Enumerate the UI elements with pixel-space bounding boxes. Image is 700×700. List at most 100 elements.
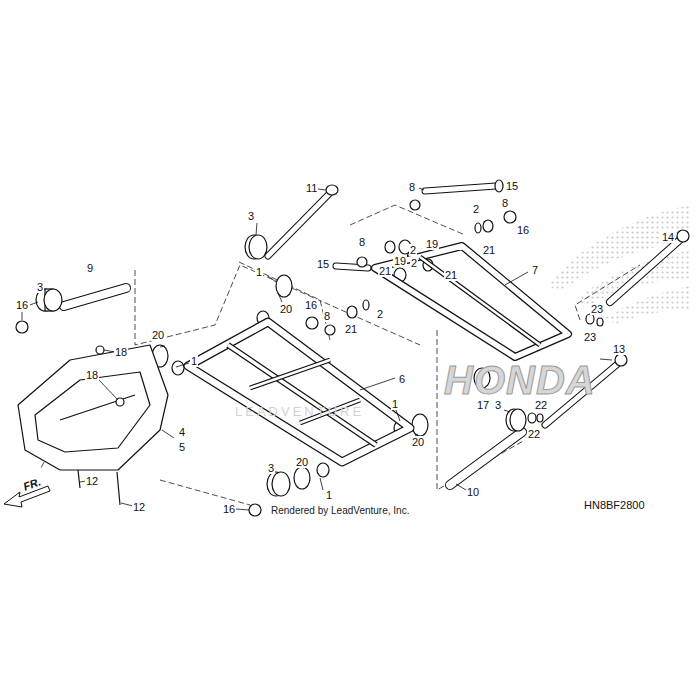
callout-number: 1 [190,355,198,367]
callout-number: 22 [527,428,541,440]
drawing-shape [326,185,338,195]
callout-number: 16 [15,299,29,311]
callout-number: 16 [304,299,318,311]
callout-number: 2 [409,244,417,256]
hardware [16,200,603,516]
drawing-shape [22,312,23,320]
drawing-shape [188,322,410,462]
callout-number: 2 [376,308,384,320]
callout-number: 8 [323,310,331,322]
drawing-shape [504,211,516,223]
callout-number: 2 [410,257,418,269]
callout-number: 3 [36,281,44,293]
drawing-shape [268,193,330,256]
drawing-shape [456,484,466,490]
drawing-shape [249,504,261,516]
drawing-shape [504,410,510,412]
leader-lines [22,188,675,510]
bolts [64,180,689,485]
callout-number: 20 [279,303,293,315]
callout-number: 1 [391,398,399,410]
callout-number: 8 [408,181,416,193]
callout-number: 19 [393,255,407,267]
callout-number: 14 [661,231,675,243]
watermark: LEADVENTURE [234,405,365,419]
callout-number: 5 [178,441,186,453]
callout-number: 20 [151,329,165,341]
drawing-shape [677,230,689,242]
callout-number: 12 [132,501,146,513]
drawing-shape [188,322,410,462]
callout-number: 20 [295,456,309,468]
drawing-shape [268,276,276,282]
drawing-shape [278,293,282,302]
callout-number: 6 [398,373,406,385]
callout-number: 20 [411,436,425,448]
drawing-shape [228,345,376,445]
drawing-shape [375,246,568,357]
drawing-shape [306,317,318,329]
callout-number: 23 [590,303,604,315]
drawing-shape [357,257,367,267]
drawing-shape [325,325,335,335]
drawing-shape [610,238,682,302]
drawing-shape [320,478,323,490]
callout-number: 8 [358,236,366,248]
drawing-shape [610,238,682,302]
drawing-shape [30,302,38,305]
callout-number: 16 [222,503,236,515]
callout-number: 21 [482,244,496,256]
drawing-shape [510,409,526,431]
drawing-shape [60,395,135,420]
callout-number: 21 [444,269,458,281]
callout-number: 15 [505,180,519,192]
drawing-shape [44,289,62,311]
diagram-code: HN8BF2800 [583,499,646,511]
drawing-shape [615,354,627,366]
drawing-shape [419,188,424,190]
drawing-shape [96,346,104,354]
drawing-shape [505,272,528,285]
drawing-shape [360,378,395,390]
drawing-shape [385,241,395,253]
drawing-shape [64,288,126,306]
drawing-shape [228,345,376,445]
drawing-shape [64,288,126,306]
drawing-shape [317,463,329,477]
drawing-shape [425,186,496,191]
drawing-shape [347,306,357,318]
callout-number: 8 [501,197,509,209]
callout-number: 18 [85,369,99,381]
callout-number: 15 [316,258,330,270]
drawing-shape [162,430,174,438]
drawing-shape [236,509,249,510]
drawing-shape [420,257,540,345]
wing-logo [548,205,690,324]
drawing-shape [117,472,120,505]
callout-number: 2 [472,203,480,215]
drawing-shape [272,472,290,496]
callout-number: 1 [325,489,333,501]
drawing-shape [250,360,330,388]
drawing-shape [412,414,428,436]
callout-number: 16 [516,224,530,236]
upper-arm [375,246,568,357]
drawing-shape [16,321,28,333]
drawing-shape [495,180,503,192]
drawing-shape [249,235,267,259]
callout-number: 21 [378,265,392,277]
drawing-shape [375,246,568,357]
drawing-shape [396,410,400,421]
drawing-shape [410,200,420,210]
drawing-shape [528,413,536,423]
drawing-shape [18,345,168,470]
drawing-shape [363,300,369,310]
callout-number: 3 [247,210,255,222]
callout-number: 21 [344,323,358,335]
drawing-shape [160,346,165,347]
drawing-shape [537,414,543,422]
drawing-shape [98,379,118,400]
drawing-shape [450,432,522,485]
